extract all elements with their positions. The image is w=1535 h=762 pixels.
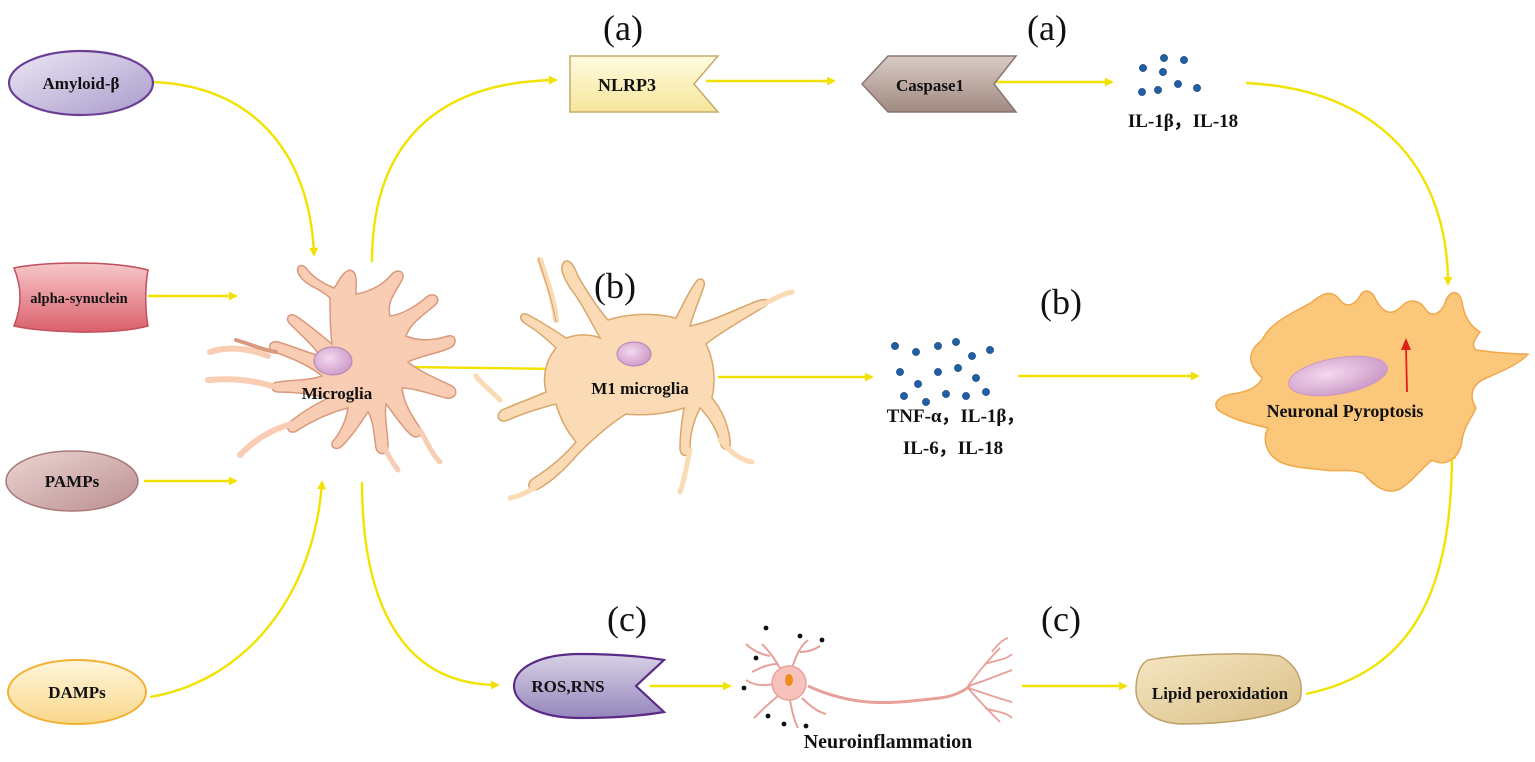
cytokine-dot [1160,54,1168,62]
m1-label: M1 microglia [591,379,689,398]
lipid-label: Lipid peroxidation [1152,684,1289,703]
il-a-label: IL-1β，IL-18 [1128,111,1238,132]
nlrp3-node: NLRP3 [569,55,720,113]
cytokine-dots-b [891,338,994,406]
pyroptosis-cell: Neuronal Pyroptosis [1215,290,1530,492]
cytokine-dot [954,364,962,372]
up-arrow-icon [1401,338,1411,350]
microglia-nucleus [313,346,353,376]
lipid-shape [1135,653,1302,725]
m1-microglia-cell: M1 microglia [473,257,795,501]
nlrp3-shape [569,55,720,113]
panel-label-b-2: (b) [1040,282,1082,322]
panel-label-c-1: (c) [607,599,647,639]
up-arrow-line [1405,345,1408,393]
synuclein-node: alpha-synuclein [12,262,149,333]
il-dots-a [1138,54,1201,96]
neuron-nucleus [785,674,793,686]
panel-label-a-2: (a) [1027,8,1067,48]
amyloid-shape [7,49,155,117]
cytokine-dot [1180,56,1188,64]
amyloid-node: Amyloid-β [7,49,155,117]
damps-shape [7,659,147,725]
microglia-label: Microglia [302,384,373,403]
damps-node: DAMPs [7,659,147,725]
cytokine-dot [986,346,994,354]
caspase-node: Caspase1 [860,55,1018,113]
neuron-cell: Neuroinflammation [741,625,1013,753]
cytokine-dot [968,352,976,360]
cytokine-dot [922,398,930,406]
synuclein-label: alpha-synuclein [30,291,128,307]
damps-label: DAMPs [48,683,106,702]
cytokine-dot [952,338,960,346]
cytokine-dot [972,374,980,382]
arrow-microglia-to-nlrp3 [370,75,558,263]
m1-body [497,260,770,491]
caspase-label: Caspase1 [896,76,964,95]
synuclein-shape [12,262,149,333]
panel-label-b-1: (b) [594,266,636,306]
cytokine-dot [934,342,942,350]
cytokine-dot [1174,80,1182,88]
cytokine-dot [942,390,950,398]
pyroptosis-body [1215,290,1530,492]
cytokine-dot [912,348,920,356]
ros-shape [512,652,667,720]
cytokines-b-line2: IL-6，IL-18 [903,438,1003,459]
cytokine-dot [891,342,899,350]
axon-terminal [967,637,1013,723]
m1-nucleus [616,341,652,367]
lipid-node: Lipid peroxidation [1135,653,1302,725]
pyroptosis-label: Neuronal Pyroptosis [1267,401,1424,421]
arrow-il-to-pyroptosis [1245,81,1453,286]
cytokine-dot [896,368,904,376]
cytokine-dot [934,368,942,376]
amyloid-label: Amyloid-β [43,74,120,93]
ros-label: ROS,RNS [531,677,604,696]
ros-particles [741,625,825,729]
microglia-body [268,264,457,455]
cytokine-dot [1159,68,1167,76]
microglia-cell: Microglia [205,264,457,473]
arrow-lipid-to-pyroptosis [1305,450,1457,696]
cytokine-dot [962,392,970,400]
cytokine-dot [1139,64,1147,72]
pamps-shape [5,450,139,512]
panel-label-a-1: (a) [603,8,643,48]
arrow-microglia-to-ros [360,481,500,690]
arrow-amyloid-to-microglia [151,80,319,257]
arrow-damps-to-microglia [149,480,327,699]
pyroptosis-nucleus [1288,355,1388,397]
cytokine-dot [982,388,990,396]
arrows [144,75,1457,699]
neuroinflammation-label: Neuroinflammation [804,731,973,753]
arrow-microglia-to-m1 [407,364,562,374]
neuron-axon [807,684,971,704]
cytokine-dot [914,380,922,388]
cytokine-dot [900,392,908,400]
cytokine-dot [1193,84,1201,92]
pamps-label: PAMPs [45,472,100,491]
nlrp3-label: NLRP3 [598,75,656,95]
ros-node: ROS,RNS [512,652,667,720]
cytokines-b-line1: TNF-α，IL-1β， [887,406,1026,427]
cytokine-dot [1138,88,1146,96]
pamps-node: PAMPs [5,450,139,512]
neuron-dendrites [745,639,827,729]
cytokine-dot [1154,86,1162,94]
caspase-shape [860,55,1018,113]
panel-label-c-2: (c) [1041,599,1081,639]
